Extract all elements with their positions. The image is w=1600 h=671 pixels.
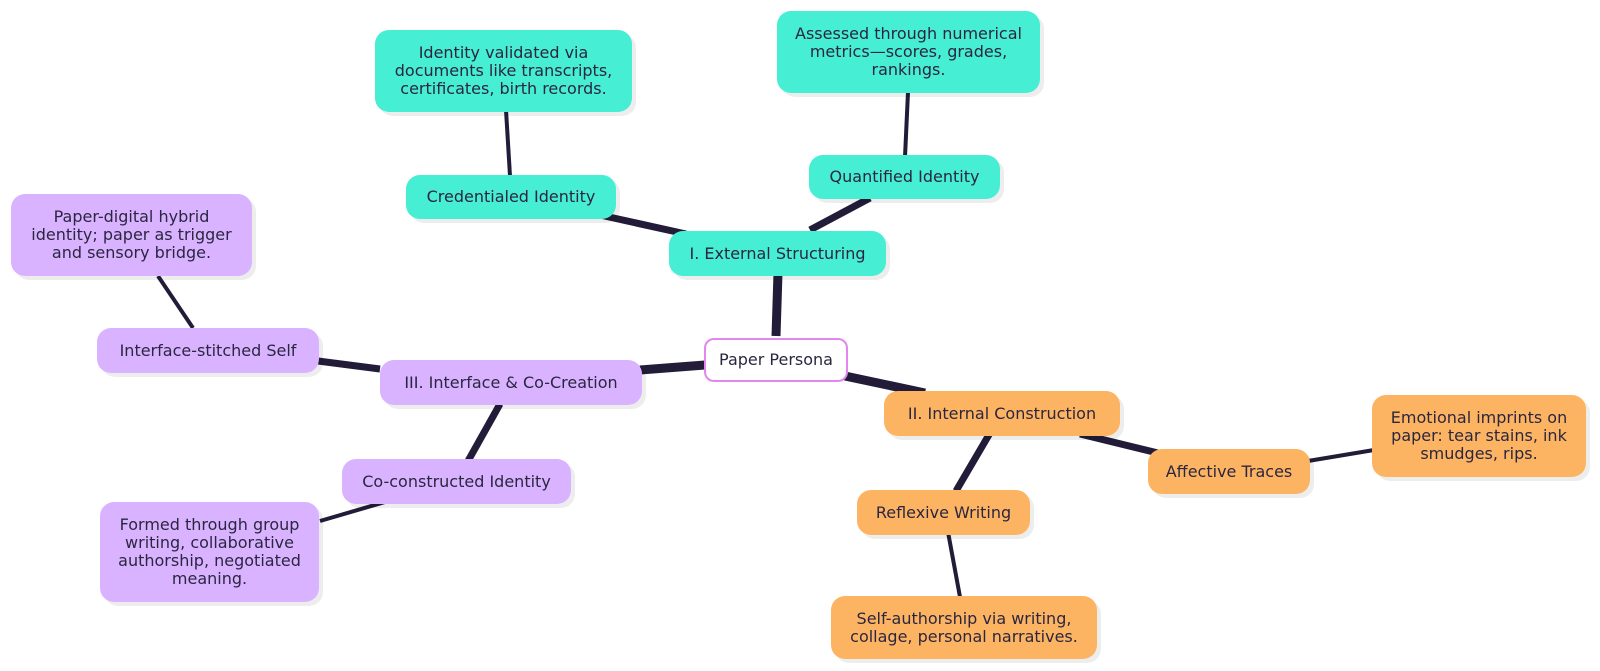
edge-internal-reflexive (952, 431, 994, 493)
edge-interface-coconstructed (464, 402, 504, 463)
co-constructed-identity-desc: Formed through group writing, collaborat… (100, 502, 319, 602)
edge-internal-affective (1079, 430, 1159, 457)
quantified-identity-node: Quantified Identity (809, 155, 1000, 199)
credentialed-identity-node: Credentialed Identity (406, 175, 616, 219)
edge-credentialed-desc (504, 109, 512, 177)
edge-root-internal (844, 371, 926, 398)
co-constructed-identity-node: Co-constructed Identity (342, 459, 571, 504)
edge-external-quantified (808, 194, 872, 234)
external-structuring-node: I. External Structuring (669, 231, 886, 276)
interface-stitched-self-node: Interface-stitched Self (97, 328, 319, 373)
reflexive-writing-desc: Self-authorship via writing, collage, pe… (831, 596, 1097, 659)
edge-quantified-desc (903, 91, 910, 158)
edge-coconstructed-desc (319, 500, 386, 523)
root-node: Paper Persona (704, 338, 848, 382)
edge-root-interface (639, 360, 706, 375)
interface-stitched-self-desc: Paper-digital hybrid identity; paper as … (11, 194, 252, 276)
internal-construction-node: II. Internal Construction (884, 391, 1120, 436)
edge-affective-desc (1307, 448, 1375, 463)
quantified-identity-desc: Assessed through numerical metrics—score… (777, 11, 1040, 93)
interface-cocreation-node: III. Interface & Co-Creation (380, 360, 642, 405)
affective-traces-desc: Emotional imprints on paper: tear stains… (1372, 395, 1586, 477)
edge-interface-stitched (317, 357, 381, 373)
edge-external-credentialed (599, 211, 687, 238)
edge-reflexive-desc (946, 531, 962, 598)
reflexive-writing-node: Reflexive Writing (857, 490, 1030, 535)
edge-root-external (771, 272, 783, 337)
edge-stitched-desc (156, 274, 195, 330)
affective-traces-node: Affective Traces (1148, 449, 1310, 494)
credentialed-identity-desc: Identity validated via documents like tr… (375, 30, 632, 112)
